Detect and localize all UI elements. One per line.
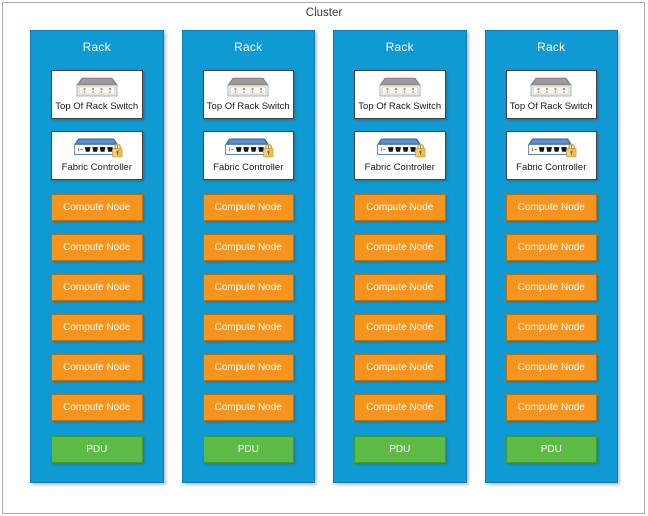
top-of-rack-switch-box: Top Of Rack Switch [202,70,294,119]
pdu-box: PDU [51,436,143,463]
compute-node: Compute Node [51,194,143,221]
fabric-controller-label: Fabric Controller [516,162,587,173]
compute-node: Compute Node [505,194,597,221]
pdu-box: PDU [505,436,597,463]
compute-node: Compute Node [202,274,294,301]
fabric-controller-box: Fabric Controller [202,131,294,180]
compute-node: Compute Node [202,354,294,381]
compute-node: Compute Node [505,274,597,301]
rack-title: Rack [537,40,566,54]
fabric-controller-box: Fabric Controller [354,131,446,180]
fabric-controller-label: Fabric Controller [213,162,284,173]
top-of-rack-switch-box: Top Of Rack Switch [51,70,143,119]
compute-node: Compute Node [354,394,446,421]
compute-node: Compute Node [51,394,143,421]
top-of-rack-switch-box: Top Of Rack Switch [505,70,597,119]
fabric-controller-box: Fabric Controller [505,131,597,180]
racks-container: Rack [30,30,618,483]
compute-node: Compute Node [202,234,294,261]
compute-node: Compute Node [202,194,294,221]
fabric-controller-label: Fabric Controller [61,162,132,173]
compute-node: Compute Node [51,314,143,341]
fabric-controller-lock-icon [68,136,126,162]
fabric-controller-lock-icon [219,136,277,162]
compute-node: Compute Node [202,394,294,421]
compute-node: Compute Node [505,354,597,381]
compute-node: Compute Node [505,234,597,261]
rack: Rack [30,30,164,483]
rack: Rack [333,30,467,483]
top-of-rack-switch-box: Top Of Rack Switch [354,70,446,119]
rack-switch-icon [73,75,121,101]
compute-node: Compute Node [354,194,446,221]
rack-title: Rack [385,40,414,54]
top-of-rack-switch-label: Top Of Rack Switch [509,101,593,112]
compute-node: Compute Node [505,394,597,421]
rack: Rack [181,30,315,483]
compute-node: Compute Node [51,354,143,381]
compute-node: Compute Node [202,314,294,341]
compute-node: Compute Node [354,354,446,381]
top-of-rack-switch-label: Top Of Rack Switch [358,101,442,112]
rack: Rack [484,30,618,483]
compute-node: Compute Node [354,274,446,301]
rack-switch-icon [224,75,272,101]
rack-title: Rack [234,40,263,54]
pdu-box: PDU [202,436,294,463]
fabric-controller-lock-icon [371,136,429,162]
fabric-controller-box: Fabric Controller [51,131,143,180]
top-of-rack-switch-label: Top Of Rack Switch [55,101,139,112]
top-of-rack-switch-label: Top Of Rack Switch [206,101,290,112]
rack-title: Rack [82,40,111,54]
compute-node: Compute Node [354,314,446,341]
cluster-title: Cluster [305,7,343,19]
fabric-controller-label: Fabric Controller [364,162,435,173]
pdu-box: PDU [354,436,446,463]
rack-switch-icon [527,75,575,101]
compute-node: Compute Node [505,314,597,341]
fabric-controller-lock-icon [522,136,580,162]
compute-node: Compute Node [354,234,446,261]
rack-switch-icon [376,75,424,101]
compute-node: Compute Node [51,274,143,301]
compute-node: Compute Node [51,234,143,261]
